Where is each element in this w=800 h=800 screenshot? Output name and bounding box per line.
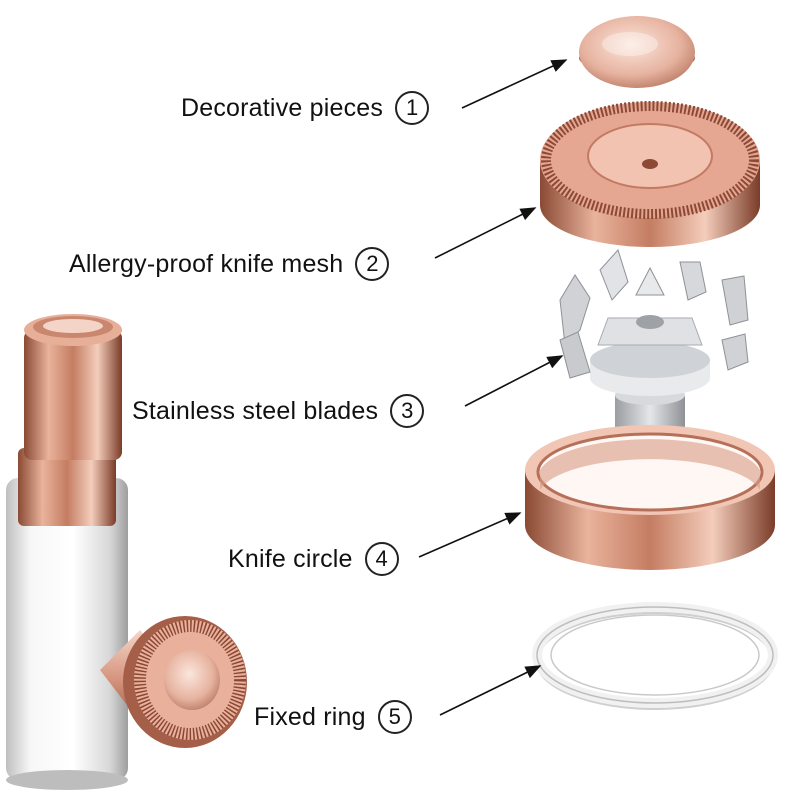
callout-decorative-pieces: Decorative pieces 1 — [181, 88, 430, 128]
number-badge-1: 1 — [395, 91, 430, 125]
label-knife-circle: Knife circle — [228, 544, 353, 573]
arrow-5 — [439, 665, 542, 716]
number-badge-3: 3 — [390, 394, 425, 428]
callout-blades: Stainless steel blades 3 — [132, 391, 425, 431]
number-badge-2: 2 — [355, 247, 390, 281]
callout-knife-circle: Knife circle 4 — [228, 539, 399, 579]
decorative-piece-disc — [579, 16, 695, 88]
arrow-3 — [464, 355, 564, 407]
arrow-4 — [418, 512, 522, 558]
callout-arrows — [418, 59, 568, 716]
assembled-device — [6, 314, 128, 790]
fixed-ring-part — [532, 602, 778, 710]
arrow-1 — [461, 59, 568, 109]
label-knife-mesh: Allergy-proof knife mesh — [69, 249, 344, 278]
number-badge-4: 4 — [364, 542, 399, 576]
label-blades: Stainless steel blades — [132, 396, 379, 425]
detached-head — [100, 616, 247, 748]
knife-mesh-part — [540, 101, 760, 247]
knife-circle-part — [525, 425, 775, 570]
label-decorative-pieces: Decorative pieces — [181, 93, 384, 122]
label-fixed-ring: Fixed ring — [254, 702, 366, 731]
arrow-2 — [434, 207, 537, 259]
blades-part — [559, 249, 749, 445]
callout-knife-mesh: Allergy-proof knife mesh 2 — [69, 244, 390, 284]
callout-fixed-ring: Fixed ring 5 — [254, 697, 412, 737]
number-badge-5: 5 — [377, 700, 412, 734]
